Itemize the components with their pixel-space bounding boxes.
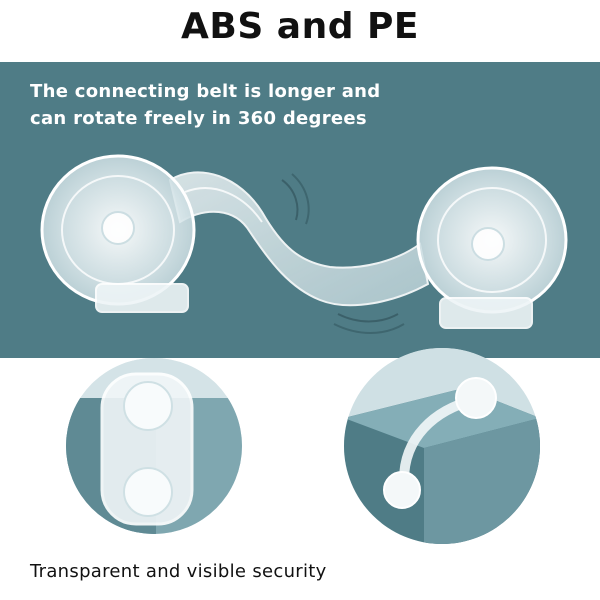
feature-description: The connecting belt is longer and can ro…	[30, 78, 410, 132]
feature-line-1: The connecting belt is longer and	[30, 81, 381, 102]
detail-image-left	[66, 358, 242, 534]
detail-image-right	[344, 348, 540, 544]
caption: Transparent and visible security	[30, 561, 327, 582]
feature-panel: The connecting belt is longer and can ro…	[0, 62, 600, 358]
page-title: ABS and PE	[181, 6, 419, 47]
strap-lock-product-image	[40, 154, 568, 334]
feature-line-2: can rotate freely in 360 degrees	[30, 108, 367, 129]
lock-on-cabinet-illustration	[66, 358, 242, 534]
lock-on-corner-illustration	[344, 348, 540, 544]
